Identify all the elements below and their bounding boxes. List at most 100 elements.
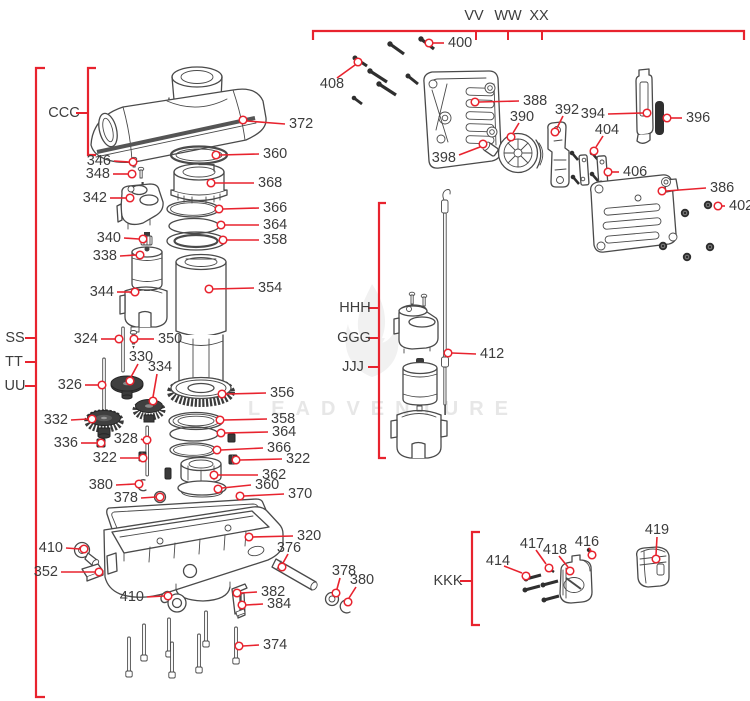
leader-line-386 (665, 187, 707, 192)
drawing-pin-396 (655, 101, 664, 135)
part-label-370: 370 (288, 486, 312, 502)
part-label-382: 382 (261, 584, 285, 600)
part-label-330: 330 (129, 349, 153, 365)
part-label-366b: 366 (267, 440, 291, 456)
drawing-housing-half-419 (636, 546, 670, 588)
leader-line-408 (336, 64, 356, 79)
part-label-320: 320 (297, 528, 321, 544)
leader-line-380b (348, 586, 357, 599)
leader-dot-322a (138, 453, 148, 463)
leader-dot-370 (235, 491, 245, 501)
drawing-cable-412 (441, 189, 451, 415)
part-label-406: 406 (623, 164, 647, 180)
bracket-kkk (470, 530, 480, 627)
part-label-360b: 360 (255, 477, 279, 493)
part-label-362: 362 (262, 467, 286, 483)
drawing-ring-358-top (166, 231, 226, 251)
leader-dot-378b (331, 588, 341, 598)
drawing-shaft-328 (145, 425, 149, 477)
drawing-pin-small (164, 467, 172, 480)
group-label-JJJ: JJJ (342, 359, 364, 375)
leader-dot-326 (97, 380, 107, 390)
drawing-latch-394 (635, 68, 654, 144)
leader-line-358b (223, 418, 268, 421)
drawing-screws-374 (125, 610, 240, 679)
part-label-358b: 358 (271, 411, 295, 427)
part-label-360a: 360 (263, 146, 287, 162)
leader-line-340 (123, 237, 140, 240)
part-label-322a: 322 (93, 450, 117, 466)
part-label-364a: 364 (263, 217, 287, 233)
part-label-388: 388 (523, 93, 547, 109)
group-label-KKK: KKK (433, 573, 462, 589)
part-label-408: 408 (320, 76, 344, 92)
leader-dot-412 (443, 348, 453, 358)
leader-dot-398 (478, 139, 488, 149)
leader-line-334 (152, 373, 158, 398)
leader-dot-378a (155, 492, 165, 502)
leader-dot-350 (129, 334, 139, 344)
drawing-bolt-410-bottom (160, 590, 187, 613)
leader-dot-402 (713, 201, 723, 211)
drawing-ring-364-top (168, 217, 220, 235)
leader-line-366a (222, 207, 260, 210)
leader-line-382 (240, 591, 258, 594)
drawing-nut-small-upper (227, 433, 236, 443)
leader-line-376 (282, 553, 289, 564)
group-label-TT: TT (5, 354, 23, 370)
leader-dot-358a (218, 235, 228, 245)
drawing-ring-366-top (166, 200, 220, 218)
group-label-SS: SS (5, 330, 24, 346)
leader-dot-396 (662, 113, 672, 123)
leader-dot-382 (232, 588, 242, 598)
leader-dot-332 (87, 414, 97, 424)
leader-line-392 (556, 115, 564, 129)
bracket-top-right (311, 29, 746, 40)
leader-line-394 (607, 112, 644, 115)
part-label-416: 416 (575, 534, 599, 550)
bracket-ccc (86, 66, 96, 157)
part-label-366a: 366 (263, 200, 287, 216)
leader-line-398 (458, 146, 481, 156)
part-label-354: 354 (258, 280, 282, 296)
leader-dot-356 (217, 389, 227, 399)
leader-line-364b (224, 431, 269, 434)
leader-line-410a (65, 547, 81, 550)
leader-line-419 (655, 536, 658, 556)
leader-dot-380b (343, 597, 353, 607)
bracket-hhh-ggg-jjj (377, 201, 386, 460)
part-label-328: 328 (114, 431, 138, 447)
leader-dot-376 (277, 562, 287, 572)
leader-line-338 (119, 254, 137, 257)
leader-dot-400 (424, 38, 434, 48)
group-label-UU: UU (5, 378, 26, 394)
leader-dot-410b (163, 591, 173, 601)
group-label-HHH: HHH (339, 300, 370, 316)
leader-dot-390 (506, 132, 516, 142)
part-label-394: 394 (581, 106, 605, 122)
leader-line-356 (225, 392, 267, 395)
drawing-motor-cup-344 (119, 286, 168, 333)
leader-dot-386 (657, 186, 667, 196)
part-label-336: 336 (54, 435, 78, 451)
part-label-356: 356 (270, 385, 294, 401)
leader-dot-346 (128, 157, 138, 167)
drawing-gear-332 (84, 409, 124, 439)
part-label-326: 326 (58, 377, 82, 393)
part-label-380a: 380 (89, 477, 113, 493)
part-label-324: 324 (74, 331, 98, 347)
group-label-CCC: CCC (48, 105, 79, 121)
leader-dot-368 (206, 178, 216, 188)
leader-dot-410a (79, 544, 89, 554)
part-label-398: 398 (432, 150, 456, 166)
leader-line-384 (245, 603, 264, 606)
part-label-396: 396 (686, 110, 710, 126)
leader-dot-417 (544, 563, 554, 573)
leader-line-360b (221, 484, 252, 489)
leader-dot-380a (134, 479, 144, 489)
leader-dot-408 (353, 57, 363, 67)
part-label-410a: 410 (39, 540, 63, 556)
leader-dot-384 (237, 600, 247, 610)
